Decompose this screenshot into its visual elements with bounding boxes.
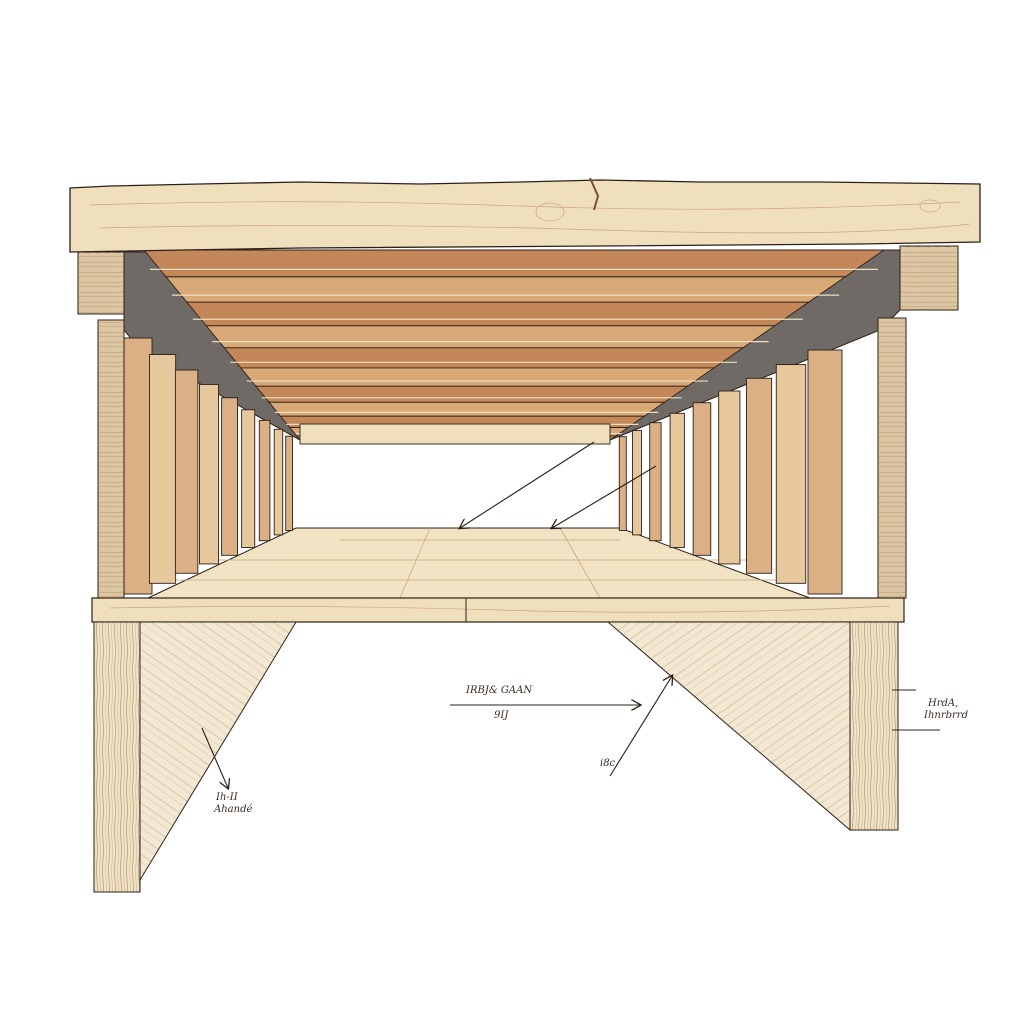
left-stud [221,397,238,556]
sill-grain [109,605,891,613]
ceiling-joist [205,325,777,349]
ceiling-joist [165,276,847,303]
left-stud [285,435,294,531]
right-stud [718,390,741,565]
right-stud [649,422,662,542]
ceiling-joist [143,249,886,278]
ceiling-joist [223,347,745,369]
left-label-line1: Ih-II [215,792,239,803]
floor-board-lines [170,527,790,599]
right-beam-end [899,245,959,311]
left-stud [241,409,256,549]
right-stud [807,349,843,595]
left-stud [149,354,177,584]
arrow-to-floor-right [552,465,657,528]
ceiling-joist [268,401,666,417]
right-label-line1: HrdA, [927,698,958,709]
left-stud [174,369,199,574]
deck-grain [89,199,971,234]
right-support-face [606,621,851,832]
left-corner-post [97,319,125,601]
right-stud [669,412,685,549]
left-support-face [139,621,297,882]
left-stud [121,337,153,595]
ceiling-joist [254,385,690,403]
top-deck-slab [69,179,981,253]
right-stud [618,436,627,531]
far-header-beam [299,423,611,445]
left-stud [199,384,219,565]
left-stud [258,419,271,542]
left-wall-studs [121,337,294,595]
ceiling-joist [185,301,811,327]
left-beam-end [77,251,125,315]
right-label-line2: Ihnrbrrd [923,710,968,721]
ceiling-joists [143,249,886,445]
left-label-line2: Ahandé [213,804,252,815]
small-label: i8c [600,758,616,769]
arrow-left-support [201,727,228,788]
center-label-top: IRBJ& GAAN [465,685,533,696]
right-corner-post [877,317,907,599]
ceiling-joist [239,367,716,387]
right-support-post [849,621,899,831]
right-stud [692,402,712,556]
deck-crack [589,177,600,211]
center-label-bottom: 9IJ [494,710,509,721]
annotation-arrows [201,441,940,788]
arrow-to-floor-left [460,441,595,528]
right-wall-studs [618,349,843,595]
left-support-post [93,621,141,893]
arrow-diagonal-right [609,676,672,777]
right-stud [775,364,807,584]
left-stud [273,428,284,536]
right-stud [745,377,773,574]
right-stud [632,430,642,536]
